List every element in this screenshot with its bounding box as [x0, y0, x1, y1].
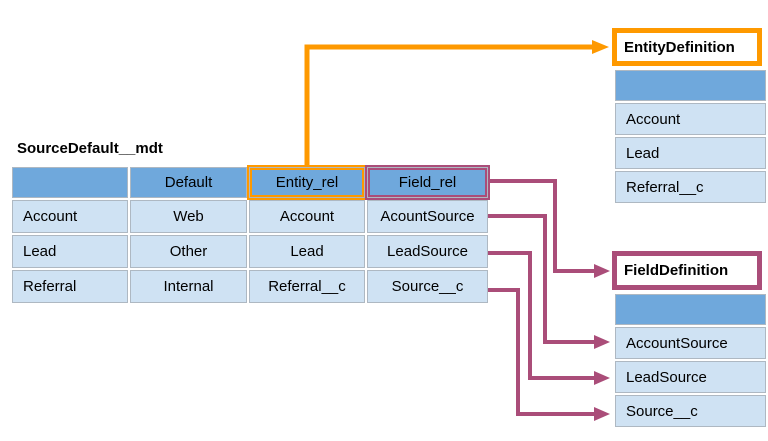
table-row: Lead Other Lead LeadSource — [12, 235, 488, 268]
field-definition-table: AccountSource LeadSource Source__c — [613, 292, 768, 429]
table-header-row: Default Entity_rel Field_rel — [12, 167, 488, 198]
cell-default-value: Other — [130, 235, 247, 268]
cell-row-label: Account — [12, 200, 128, 233]
entity-definition-table: Account Lead Referral__c — [613, 68, 768, 205]
table-header-row — [615, 294, 766, 325]
entity-definition-title-box: EntityDefinition — [612, 28, 762, 66]
cell-field-rel-value: AcountSource — [367, 200, 488, 233]
arrowhead-icon — [594, 335, 610, 349]
table-row: Referral__c — [615, 171, 766, 203]
header-cell-default: Default — [130, 167, 247, 198]
table-row: Account Web Account AcountSource — [12, 200, 488, 233]
cell-default-value: Internal — [130, 270, 247, 303]
entity-definition-title: EntityDefinition — [624, 38, 735, 56]
field-definition-title-box: FieldDefinition — [612, 251, 762, 290]
header-cell-blank — [12, 167, 128, 198]
cell-entity-rel-value: Lead — [249, 235, 365, 268]
arrowhead-icon — [594, 371, 610, 385]
cell-entity-rel-value: Account — [249, 200, 365, 233]
table-row: Source__c — [615, 395, 766, 427]
arrow-acountsource-to-accountsource — [488, 214, 610, 349]
arrow-sourcec-to-sourcec — [488, 288, 610, 421]
arrowhead-icon — [594, 264, 610, 278]
table-row: AccountSource — [615, 327, 766, 359]
header-cell-entity-rel: Entity_rel — [249, 167, 365, 198]
header-cell-blank — [615, 294, 766, 325]
arrowhead-icon — [594, 407, 610, 421]
arrow-field-rel-to-fielddefinition — [490, 179, 610, 278]
table-row: Account — [615, 103, 766, 135]
arrowhead-icon — [592, 40, 609, 54]
field-row-source-c: Source__c — [615, 395, 766, 427]
field-row-accountsource: AccountSource — [615, 327, 766, 359]
cell-entity-rel-value: Referral__c — [249, 270, 365, 303]
entity-row-account: Account — [615, 103, 766, 135]
cell-field-rel-value: Source__c — [367, 270, 488, 303]
header-cell-field-rel: Field_rel — [367, 167, 488, 198]
table-header-row — [615, 70, 766, 101]
cell-row-label: Lead — [12, 235, 128, 268]
table-row: LeadSource — [615, 361, 766, 393]
table-row: Referral Internal Referral__c Source__c — [12, 270, 488, 303]
cell-row-label: Referral — [12, 270, 128, 303]
entity-row-lead: Lead — [615, 137, 766, 169]
header-cell-blank — [615, 70, 766, 101]
cell-default-value: Web — [130, 200, 247, 233]
source-default-table: Default Entity_rel Field_rel Account Web… — [10, 165, 490, 305]
arrow-leadsource-to-leadsource — [488, 251, 610, 385]
field-row-leadsource: LeadSource — [615, 361, 766, 393]
field-definition-title: FieldDefinition — [624, 262, 729, 279]
cell-field-rel-value: LeadSource — [367, 235, 488, 268]
entity-row-referral-c: Referral__c — [615, 171, 766, 203]
arrow-entity-rel-to-entitydefinition — [304, 40, 609, 166]
table-row: Lead — [615, 137, 766, 169]
main-table-title: SourceDefault__mdt — [17, 140, 163, 157]
